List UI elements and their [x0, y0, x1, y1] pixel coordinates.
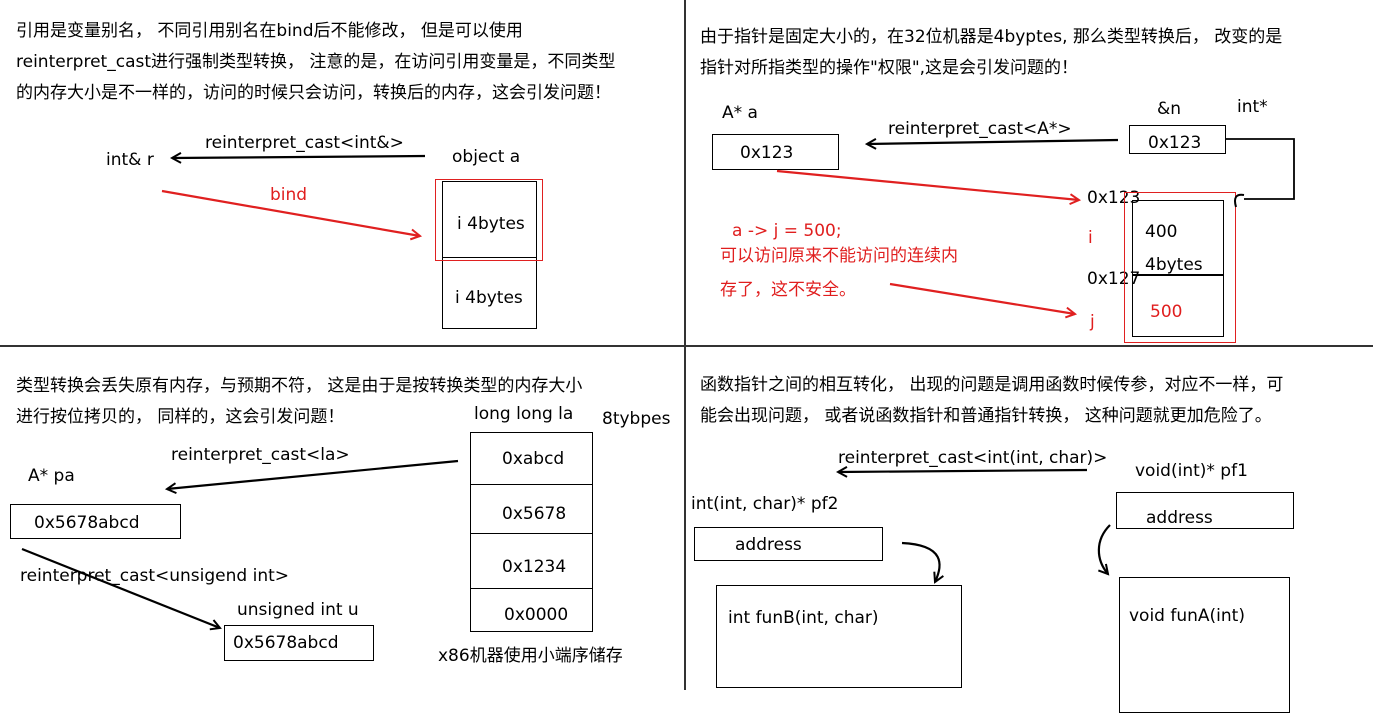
- q2-note-arrow: [889, 282, 1075, 314]
- funA-text: void funA(int): [1129, 606, 1245, 626]
- pa-value: 0x5678abcd: [34, 513, 140, 533]
- la-cell-4-text: 0x0000: [504, 605, 569, 625]
- q4-cast-arrow: [838, 470, 1088, 472]
- mem-cell-2: [1132, 274, 1224, 337]
- pf1-label: void(int)* pf1: [1135, 461, 1248, 481]
- addr-2: 0x127: [1087, 269, 1141, 289]
- footnote: x86机器使用小端序储存: [438, 646, 623, 666]
- n-value: 0x123: [1148, 133, 1202, 153]
- q3-cast2-arrow: [21, 547, 220, 628]
- note-code: a -> j = 500;: [732, 221, 842, 241]
- pf1-box: [1116, 492, 1294, 529]
- n-label: &n: [1157, 99, 1182, 119]
- q3-paragraph-line: 进行按位拷贝的， 同样的，这会引发问题！: [16, 407, 345, 427]
- q4-pf1-curve-arrow: [1097, 524, 1111, 574]
- funB-text: int funB(int, char): [728, 608, 879, 628]
- n-type: int*: [1237, 97, 1268, 117]
- q4-paragraph: 函数指针之间的相互转化， 出现的问题是调用函数时候传参，对应不一样，可 能会出现…: [700, 370, 1283, 432]
- q2-paragraph-line: 由于指针是固定大小的，在32位机器是4byptes, 那么类型转换后， 改变的是: [700, 27, 1283, 47]
- ptr-a-box: [712, 134, 839, 170]
- object-cell-1-text: i 4bytes: [457, 214, 525, 234]
- mem-cell-1: [1132, 200, 1224, 276]
- q4-paragraph-line: 函数指针之间的相互转化， 出现的问题是调用函数时候传参，对应不一样，可: [700, 375, 1284, 395]
- fn-cast-label: reinterpret_cast<int(int, char)>: [838, 448, 1108, 468]
- pa-box: [10, 504, 181, 539]
- field-j: j: [1090, 312, 1095, 332]
- la-cell-4: [470, 588, 593, 632]
- q1-paragraph: 引用是变量别名， 不同引用别名在bind后不能修改， 但是可以使用 reinte…: [16, 16, 615, 109]
- vertical-divider-bottom: [684, 345, 686, 690]
- pf2-value: address: [735, 535, 802, 555]
- vertical-divider-top: [684, 0, 686, 345]
- pf2-label: int(int, char)* pf2: [691, 494, 839, 514]
- object-label: object a: [452, 147, 521, 167]
- pf1-value: address: [1146, 508, 1213, 528]
- u-box: [224, 625, 374, 661]
- q3-cast1-arrow: [167, 459, 459, 489]
- object-cell-2: [442, 257, 537, 329]
- ptr-a-label: A* a: [722, 103, 758, 123]
- q2-paragraph-line: 指针对所指类型的操作"权限",这是会引发问题的！: [700, 58, 1079, 78]
- q2-cast-arrow: [867, 140, 1119, 144]
- object-cell-2-text: i 4bytes: [455, 288, 523, 308]
- q2-n-connector-hook: [1234, 193, 1245, 208]
- bind-highlight: [435, 179, 543, 261]
- q2-a-arrow: [776, 169, 1079, 200]
- q2-paragraph: 由于指针是固定大小的，在32位机器是4byptes, 那么类型转换后， 改变的是…: [700, 22, 1282, 84]
- cast-label: reinterpret_cast<A*>: [888, 119, 1072, 139]
- cast-label: reinterpret_cast<int&>: [205, 133, 404, 153]
- cast2-label: reinterpret_cast<unsigend int>: [20, 566, 290, 586]
- mem-cell-2-value: 500: [1150, 302, 1183, 322]
- note-line-2: 存了，这不安全。: [720, 280, 856, 300]
- cast1-label: reinterpret_cast<la>: [171, 445, 350, 465]
- field-i: i: [1088, 228, 1093, 248]
- funB-box: [716, 585, 962, 688]
- q1-bind-arrow: [161, 189, 420, 236]
- note-line-1: 可以访问原来不能访问的连续内: [720, 246, 958, 266]
- q1-paragraph-line: 的内存大小是不一样的，访问的时候只会访问，转换后的内存，这会引发问题！: [16, 83, 611, 103]
- bind-label: bind: [270, 185, 308, 205]
- mem-cell-1-value: 400: [1145, 222, 1178, 242]
- q3-paragraph: 类型转换会丢失原有内存，与预期不符， 这是由于是按转换类型的内存大小 进行按位拷…: [16, 371, 582, 433]
- q1-paragraph-line: 引用是变量别名， 不同引用别名在bind后不能修改， 但是可以使用: [16, 21, 523, 41]
- la-cell-3-text: 0x1234: [502, 557, 567, 577]
- q1-cast-arrow: [172, 156, 426, 158]
- u-label: unsigned int u: [237, 600, 359, 620]
- mem-cell-1-size: 4bytes: [1145, 255, 1203, 275]
- pa-label: A* pa: [28, 466, 75, 486]
- ref-label: int& r: [106, 150, 154, 170]
- u-value: 0x5678abcd: [233, 633, 339, 653]
- q4-paragraph-line: 能会出现问题， 或者说函数指针和普通指针转换， 这种问题就更加危险了。: [700, 406, 1272, 426]
- horizontal-divider: [0, 345, 1373, 347]
- la-label: long long la: [474, 404, 574, 424]
- addr-1: 0x123: [1087, 188, 1141, 208]
- la-cell-2-text: 0x5678: [502, 504, 567, 524]
- q3-paragraph-line: 类型转换会丢失原有内存，与预期不符， 这是由于是按转换类型的内存大小: [16, 376, 583, 396]
- q2-n-connector: [1226, 138, 1295, 200]
- la-size: 8tybpes: [602, 409, 671, 429]
- n-box: [1129, 125, 1226, 154]
- ptr-a-value: 0x123: [740, 143, 794, 163]
- struct-highlight: [1124, 192, 1236, 343]
- pf2-box: [694, 527, 883, 561]
- q1-paragraph-line: reinterpret_cast进行强制类型转换， 注意的是，在访问引用变量是，…: [16, 52, 616, 72]
- q4-pf2-curve-arrow: [901, 541, 940, 582]
- la-cell-1-text: 0xabcd: [502, 449, 565, 469]
- funA-box: [1119, 577, 1290, 713]
